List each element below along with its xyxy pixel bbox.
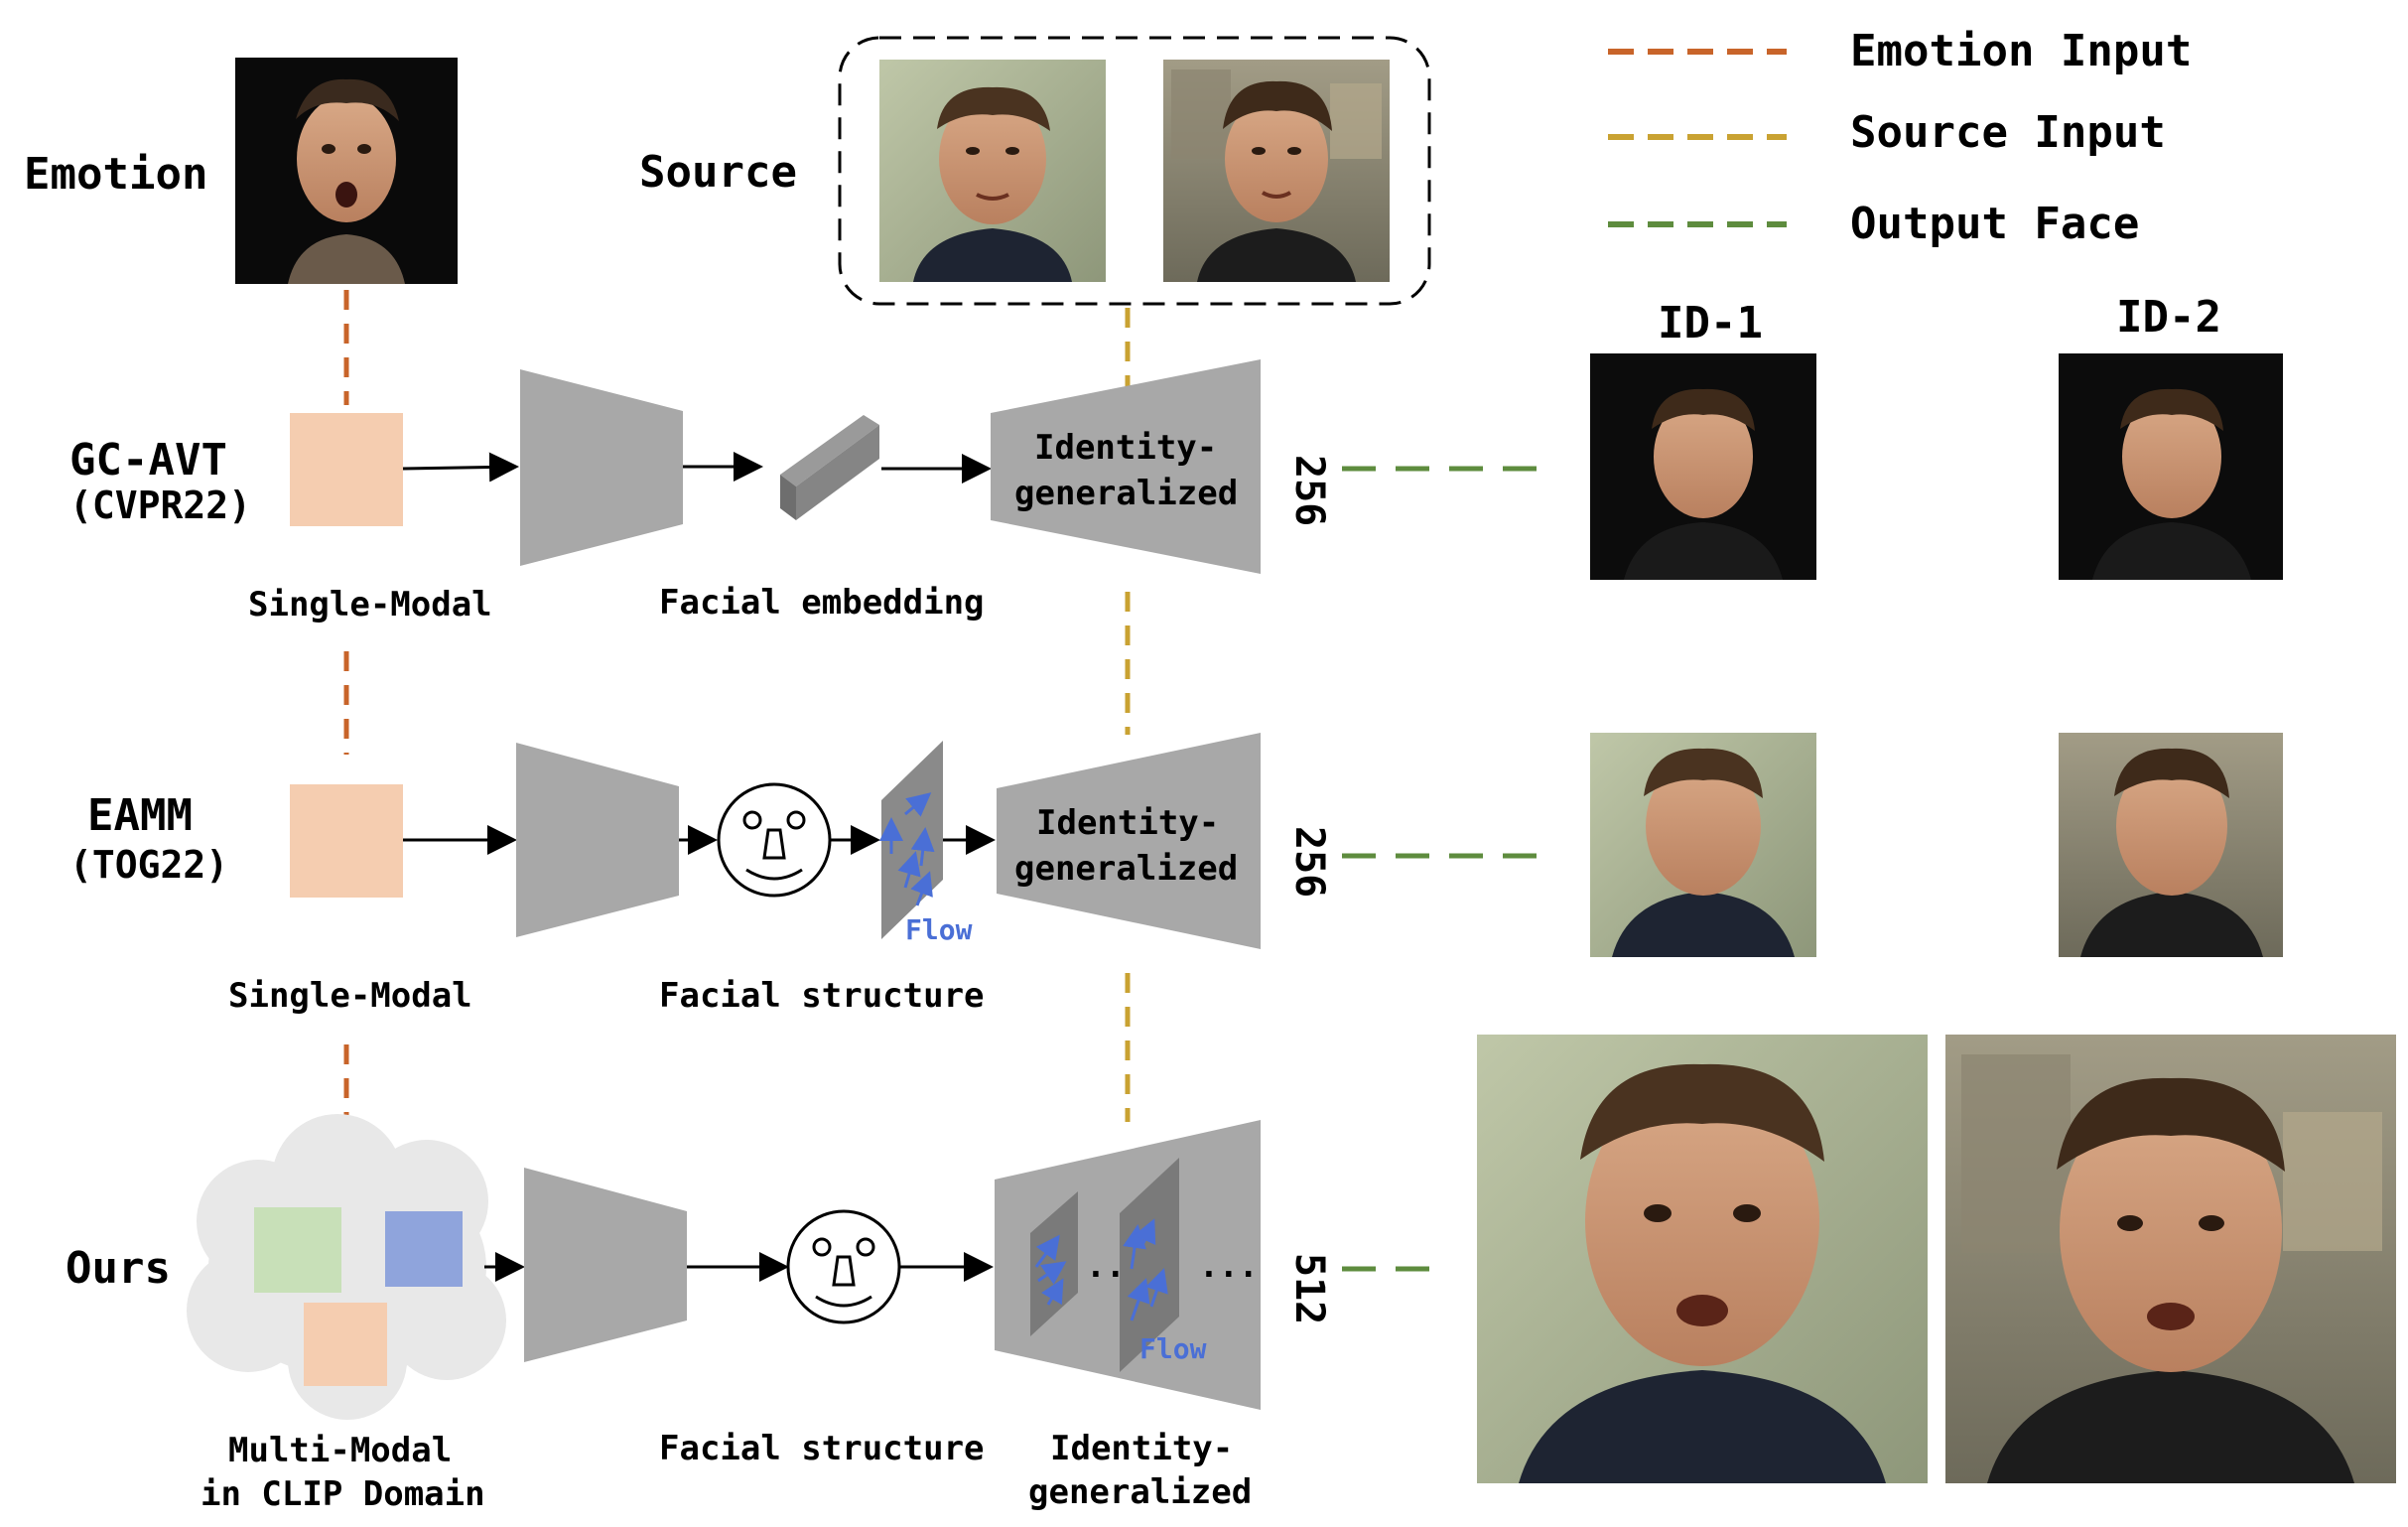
ours-modal-box-green xyxy=(254,1207,341,1293)
ours-dots-2: ... xyxy=(1199,1246,1259,1285)
ours-name: Ours xyxy=(66,1243,171,1294)
gcavt-resolution: 256 xyxy=(1286,455,1332,526)
gcavt-single-modal-box xyxy=(290,413,403,526)
ours-modality-label-1: Multi-Modal xyxy=(228,1431,452,1470)
gcavt-encoder xyxy=(520,369,683,566)
eamm-output-id1-image xyxy=(1590,733,1816,957)
source-group-frame xyxy=(838,36,1431,306)
eamm-modality-label: Single-Modal xyxy=(228,976,472,1016)
emotion-face-image xyxy=(235,58,458,284)
gcavt-name: GC-AVT xyxy=(69,435,227,486)
ours-flow-arrows-2 xyxy=(1123,1218,1168,1321)
gcavt-output-id1-image xyxy=(1590,353,1816,580)
eamm-flow-label: Flow xyxy=(905,913,973,946)
eamm-flow-arrows xyxy=(879,792,935,906)
eamm-representation-label: Facial structure xyxy=(659,976,985,1016)
gcavt-decoder-label-1: Identity- xyxy=(1034,428,1217,468)
ours-output-id1-image xyxy=(1477,1035,1928,1483)
row-eamm: EAMM (TOG22) Single-Modal Flow Facial st… xyxy=(69,733,1554,1016)
legend-source-label: Source Input xyxy=(1850,107,2166,158)
eamm-name: EAMM xyxy=(87,790,193,841)
ours-decoder-label-2: generalized xyxy=(1028,1472,1252,1512)
gcavt-modality-label: Single-Modal xyxy=(248,585,492,625)
eamm-resolution: 256 xyxy=(1286,826,1332,898)
row-gcavt: GC-AVT (CVPR22) Single-Modal Facial embe… xyxy=(69,359,1554,625)
source-face-image-1 xyxy=(879,60,1106,282)
output-id2-label: ID-2 xyxy=(2116,292,2221,343)
eamm-decoder-label-2: generalized xyxy=(1014,849,1238,889)
ours-flow-plane-2 xyxy=(1120,1158,1179,1372)
ours-flow-label: Flow xyxy=(1139,1332,1207,1365)
ours-modal-box-peach xyxy=(304,1303,387,1386)
source-face-image-2 xyxy=(1163,60,1390,282)
gcavt-decoder xyxy=(991,359,1261,574)
gcavt-output-id2-image xyxy=(2059,353,2283,580)
eamm-face-structure-icon xyxy=(717,782,832,898)
ours-resolution: 512 xyxy=(1286,1253,1332,1324)
emotion-label: Emotion xyxy=(24,149,207,200)
ours-output-id2-image xyxy=(1945,1035,2396,1483)
eamm-venue: (TOG22) xyxy=(69,843,228,887)
ours-flow-arrows-1 xyxy=(1034,1234,1067,1306)
legend-emotion-label: Emotion Input xyxy=(1850,26,2192,76)
ours-encoder xyxy=(524,1168,687,1362)
gcavt-venue: (CVPR22) xyxy=(69,484,251,527)
eamm-single-modal-box xyxy=(290,784,403,898)
row-ours: Ours Multi-Modal in CLIP Domain Facial s… xyxy=(66,1114,1447,1514)
ours-decoder-label-1: Identity- xyxy=(1050,1429,1233,1468)
eamm-encoder xyxy=(516,743,679,937)
gcavt-decoder-label-2: generalized xyxy=(1014,474,1238,513)
output-id1-label: ID-1 xyxy=(1658,298,1763,348)
legend-output-label: Output Face xyxy=(1850,199,2139,249)
source-label: Source xyxy=(639,147,797,198)
ours-modality-label-2: in CLIP Domain xyxy=(201,1474,485,1514)
eamm-decoder xyxy=(997,733,1261,949)
ours-modal-box-blue xyxy=(385,1211,463,1287)
ours-representation-label: Facial structure xyxy=(659,1429,985,1468)
gcavt-representation-label: Facial embedding xyxy=(659,583,985,623)
legend: Emotion Input Source Input Output Face xyxy=(1608,26,2192,249)
gcavt-embedding-bar xyxy=(780,415,879,520)
gcavt-arrow-1 xyxy=(402,452,519,483)
eamm-decoder-label-1: Identity- xyxy=(1036,803,1219,843)
ours-face-structure-icon xyxy=(786,1209,901,1324)
eamm-output-id2-image xyxy=(2059,733,2283,957)
